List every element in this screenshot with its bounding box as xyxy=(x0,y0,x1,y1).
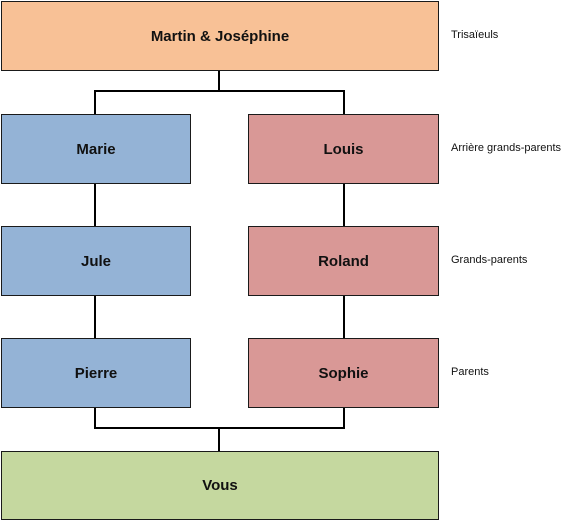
generation-label-parents: Parents xyxy=(451,366,489,378)
node-label: Vous xyxy=(202,477,238,494)
connector-top-right-drop xyxy=(343,90,345,114)
connector-right-2-3 xyxy=(343,295,345,338)
generation-label-trisaieuls: Trisaïeuls xyxy=(451,29,499,41)
node-marie: Marie xyxy=(1,114,191,184)
connector-bottom-left-rise xyxy=(94,407,96,429)
node-label: Louis xyxy=(323,140,364,158)
generation-label-arriere-grands-parents: Arrière grands-parents xyxy=(451,142,562,154)
connector-top-vertical xyxy=(218,70,220,91)
node-label: Roland xyxy=(318,252,369,270)
node-louis: Louis xyxy=(248,114,439,184)
connector-top-left-drop xyxy=(94,90,96,114)
connector-left-1-2 xyxy=(94,183,96,226)
connector-right-1-2 xyxy=(343,183,345,226)
connector-bottom-vertical xyxy=(218,427,220,451)
node-label: Marie xyxy=(76,140,116,158)
node-sophie: Sophie xyxy=(248,338,439,408)
node-label: Jule xyxy=(80,252,111,270)
connector-bottom-right-rise xyxy=(343,407,345,429)
connector-top-horizontal xyxy=(94,90,345,92)
node-roland: Roland xyxy=(248,226,439,296)
node-pierre: Pierre xyxy=(1,338,191,408)
node-vous: Vous xyxy=(1,451,439,520)
node-jule: Jule xyxy=(1,226,191,296)
node-label: Pierre xyxy=(74,364,118,382)
node-martin-josephine: Martin & Joséphine xyxy=(1,1,439,71)
node-label: Sophie xyxy=(318,364,369,382)
generation-label-grands-parents: Grands-parents xyxy=(451,254,528,266)
node-label: Martin & Joséphine xyxy=(150,27,290,45)
connector-left-2-3 xyxy=(94,295,96,338)
